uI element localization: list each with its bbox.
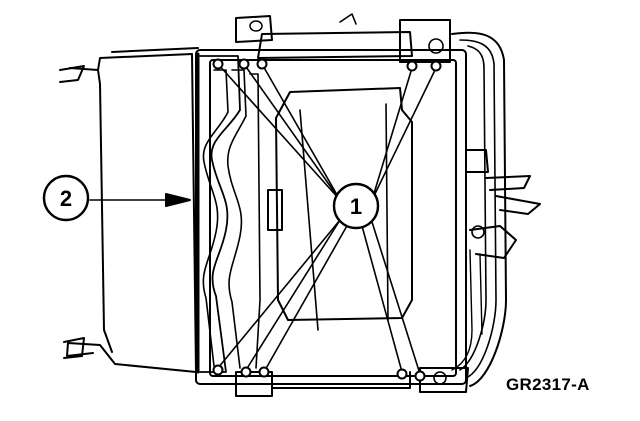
figure-id: GR2317-A — [506, 375, 590, 394]
callout-1-label: 1 — [350, 194, 362, 219]
callout-2-arrow — [89, 193, 191, 207]
callout-2: 2 — [42, 174, 90, 222]
callout-1-leaders — [217, 63, 437, 375]
front-frame — [195, 13, 469, 397]
right-hoses — [451, 31, 541, 387]
rear-housing — [59, 47, 199, 373]
seal-strip — [196, 52, 261, 374]
callout-1: 1 — [332, 182, 380, 230]
fasteners — [212, 58, 442, 382]
callout-2-label: 2 — [60, 186, 72, 211]
